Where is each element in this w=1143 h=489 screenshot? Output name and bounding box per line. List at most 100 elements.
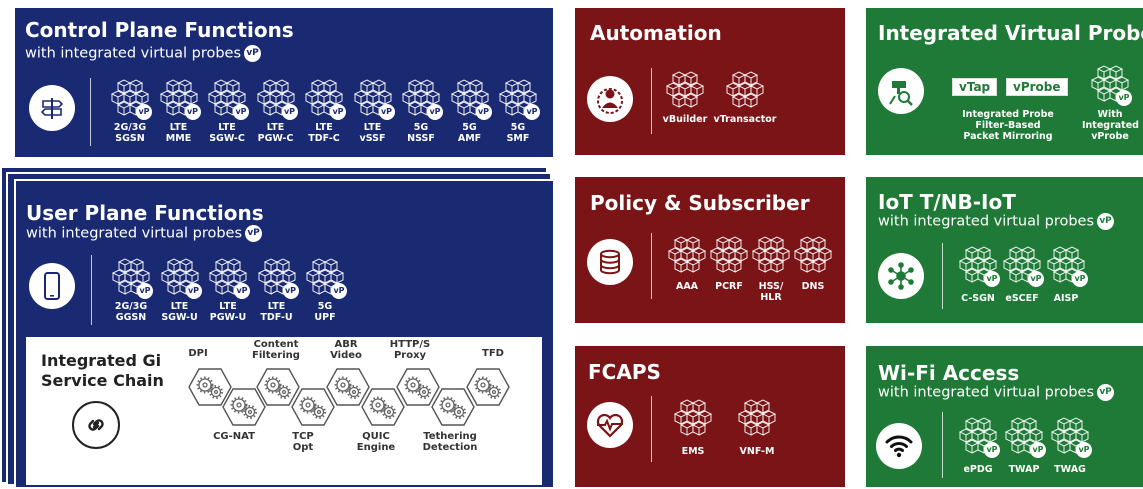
vp-badge-icon: vP [378,104,395,120]
control-plane-title: Control Plane Functions [25,18,294,42]
user-plane-panel: User Plane Functions with integrated vir… [14,179,553,487]
service-label: Tethering Detection [422,431,478,453]
vnf-cube-icon [709,235,749,275]
iot-subtitle-text: with integrated virtual probes [878,213,1095,230]
vnf-label: LTE TDF-C [308,122,340,144]
vnf-cube-icon: vP [1090,64,1132,106]
vnf-cube-icon: vP [304,78,346,120]
vnf-cube-icon [673,398,713,438]
vp-badge-icon: vP [185,283,202,299]
vnf-label: VNF-M [739,446,775,457]
service-label: ABR Video [330,339,362,361]
vnf-label: LTE MME [165,122,192,144]
vp-badge-icon: vP [234,283,250,299]
vp-badge-icon: vP [137,283,153,299]
vnf-label: 5G NSSF [407,122,435,144]
service-label: Content Filtering [252,339,300,361]
vnf-cube-icon [725,70,765,110]
control-plane-panel: Control Plane Functions with integrated … [15,8,553,157]
fcaps-title: FCAPS [588,360,661,384]
vtap-tag: vTap [952,78,998,96]
divider [942,412,943,478]
vnf-cube-icon: vP [958,416,1000,458]
network-hub-icon [878,253,924,299]
service-label: TCP Opt [292,431,314,453]
divider [651,396,652,462]
policy-subscriber-panel: Policy & Subscriber AAA [575,177,845,323]
vnf-cube-icon [665,70,705,110]
service-label: HTTP/S Proxy [389,339,431,361]
vnf-cube-icon [737,398,777,438]
vnf-label: EMS [681,446,705,457]
user-plane-title: User Plane Functions [26,201,264,225]
vnf-cube-icon: vP [1004,416,1046,458]
database-icon [587,239,633,285]
vnf-label: TWAP [1008,464,1040,475]
chain-link-icon [72,401,120,449]
vp-badge-icon: vP [1076,442,1092,458]
vp-badge-icon: vP [1072,271,1088,287]
service-hexagon-icon [431,387,475,427]
policy-title: Policy & Subscriber [590,191,810,215]
vnf-cube-icon: vP [353,78,395,120]
vnf-cube-icon: vP [257,257,299,299]
probe-caption: Integrated Probe Filter-Based Packet Mir… [962,109,1054,142]
vp-badge-icon: vP [1030,442,1046,458]
vp-badge-icon: vP [984,442,1000,458]
vnf-label: PCRF [715,281,743,292]
vnf-cube-icon [667,235,707,275]
iot-title: IoT T/NB-IoT [878,190,1016,214]
wifi-title: Wi-Fi Access [878,361,1020,385]
vnf-label: 5G SMF [506,122,530,144]
vp-badge-icon: vP [330,104,346,120]
vp-badge-icon: vP [245,225,263,242]
vnf-cube-icon: vP [160,257,202,299]
vnf-cube-icon: vP [256,78,298,120]
fcaps-panel: FCAPS EMS [575,346,845,487]
vp-badge-icon: vP [1097,213,1115,230]
automation-panel: Automation vBuilder [575,8,845,155]
vnf-cube-icon: vP [1002,245,1044,287]
vnf-cube-icon: vP [958,245,1000,287]
vnf-cube-icon: vP [450,78,492,120]
vnf-cube-icon: vP [159,78,201,120]
vnf-label: ePDG [963,464,993,475]
vp-badge-icon: vP [524,104,540,120]
signpost-icon [29,85,75,131]
vnf-cube-icon: vP [305,257,347,299]
divider [651,233,652,299]
control-plane-subtitle-text: with integrated virtual probes [25,45,242,62]
vp-badge-icon: vP [281,104,298,120]
user-plane-subtitle-text: with integrated virtual probes [26,225,243,242]
vnf-label: C-SGN [961,293,995,304]
wifi-access-panel: Wi-Fi Access with integrated virtual pro… [866,346,1143,487]
vnf-label: LTE SGW-U [161,301,198,323]
service-label: DPI [188,348,208,359]
service-hexagon-icon [326,367,370,407]
probe-with-label: With Integrated vProbe [1082,109,1139,142]
vp-badge-icon: vP [475,104,492,120]
vnf-label: LTE TDF-U [260,301,293,323]
vnf-cube-icon: vP [207,78,249,120]
vnf-cube-icon: vP [1050,416,1092,458]
vp-badge-icon: vP [1097,384,1115,401]
vnf-cube-icon: vP [208,257,250,299]
service-label: TFD [482,348,504,359]
vnf-cube-icon [751,235,791,275]
service-hexagon-icon [396,367,440,407]
vnf-label: LTE vSSF [359,122,386,144]
vnf-label: TWAG [1054,464,1086,475]
vnf-label: 5G UPF [314,301,336,323]
vnf-label: vBuilder [662,114,708,125]
vnf-cube-icon: vP [401,78,443,120]
iot-panel: IoT T/NB-IoT with integrated virtual pro… [866,177,1143,323]
heart-pulse-icon [587,402,633,448]
vnf-cube-icon: vP [498,78,540,120]
vnf-label: 5G AMF [457,122,482,144]
vnf-cube-icon: vP [111,257,153,299]
service-hexagon-icon [188,367,232,407]
divider [942,243,943,309]
